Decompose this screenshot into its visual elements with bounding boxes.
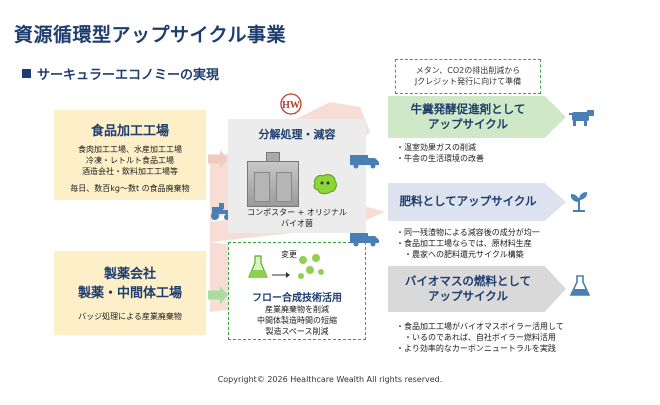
output-2-bullets: 同一残渣物による減容後の成分が均一 食品加工工場ならでは、原材料生産 農家への肥… <box>396 227 540 260</box>
flow-synthesis-line: 製造スペース削減 <box>265 327 329 336</box>
process-caption-2: バイオ菌 <box>281 219 313 228</box>
bullet-item: より効率的なカーボンニュートラルを実践 <box>396 343 564 354</box>
flow-synthesis-heading: フロー合成技術活用 <box>252 293 342 304</box>
flow-synthesis-box: 変更 フロー合成技術活用 産業廃棄物を削減 中間体製造時間の短縮 製造スペース削… <box>228 242 366 340</box>
change-label: 変更 <box>281 250 297 259</box>
truck-icon <box>350 231 380 251</box>
arrow-pharma-to-process <box>208 286 228 304</box>
flow-synthesis-line: 中間体製造時間の短縮 <box>257 316 337 325</box>
bullet-item: 食品加工工場ならでは、原材料生産 <box>396 238 540 249</box>
cow-icon <box>567 107 595 131</box>
food-volume: 毎日、数百kg～数t の食品廃棄物 <box>70 184 190 193</box>
machine-icon <box>247 152 299 207</box>
food-factory-box: 食品加工工場 食肉加工工場、水産加工工場 冷凍・レトルト食品工場 酒造会社・飲料… <box>54 110 206 200</box>
output-title-line: バイオマスの燃料として <box>404 274 532 288</box>
process-caption-1: コンポスター + オリジナル <box>247 208 347 217</box>
food-factory-line: 冷凍・レトルト食品工場 <box>86 156 174 165</box>
subtitle-text: サーキュラーエコノミーの実現 <box>37 68 220 83</box>
output-1-bullets: 温室効果ガスの削減 牛舎の生活環境の改善 <box>396 142 484 164</box>
note-line-2: Jクレジット発行に向けて準備 <box>414 77 522 86</box>
microbe-icon <box>311 172 339 200</box>
fuel-flask-icon <box>569 274 591 302</box>
output-manure-accelerator: 牛糞発酵促進剤として アップサイクル <box>388 96 566 138</box>
note-line-1: メタン、CO2の排出削減から <box>415 66 521 75</box>
section-subtitle: サーキュラーエコノミーの実現 <box>22 64 219 83</box>
bullet-item: 同一残渣物による減容後の成分が均一 <box>396 227 540 238</box>
food-factory-line: 食肉加工工場、水産加工工場 <box>78 145 182 154</box>
molecule-icon <box>296 252 326 286</box>
bullet-item: 農家への肥料還元サイクル構築 <box>396 249 540 260</box>
food-factory-line: 酒造会社・飲料加工工場等 <box>82 167 178 176</box>
bullet-item: 温室効果ガスの削減 <box>396 142 484 153</box>
change-arrow-icon <box>272 264 290 283</box>
flask-icon <box>247 254 269 280</box>
bullet-item-continued: 農家への肥料還元サイクル構築 <box>412 250 524 259</box>
pharma-box: 製薬会社 製薬・中間体工場 バッジ処理による産業廃棄物 <box>54 251 206 335</box>
pharma-note: バッジ処理による産業廃棄物 <box>78 312 182 321</box>
output-title-line: 肥料としてアップサイクル <box>399 194 537 208</box>
output-3-bullets: 食品加工工場がバイオマスボイラー活用して いるのであれば、自社ボイラー燃料活用 … <box>396 321 564 354</box>
page-title: 資源循環型アップサイクル事業 <box>14 24 287 46</box>
arrow-food-to-process <box>208 150 228 168</box>
output-biomass-fuel: バイオマスの燃料として アップサイクル <box>388 266 566 312</box>
jcredit-note-box: メタン、CO2の排出削減から Jクレジット発行に向けて準備 <box>395 59 541 94</box>
svg-text:HW: HW <box>282 100 300 111</box>
food-factory-heading: 食品加工工場 <box>90 124 169 139</box>
plant-icon <box>567 190 591 218</box>
output-title-line: アップサイクル <box>428 289 508 303</box>
truck-icon <box>350 153 380 173</box>
logo-icon: HW <box>279 93 303 115</box>
output-title-line: アップサイクル <box>428 117 508 131</box>
square-bullet-icon <box>22 69 31 78</box>
output-title-line: 牛糞発酵促進剤として <box>410 102 526 116</box>
pharma-heading-2: 製薬・中間体工場 <box>77 286 182 301</box>
bullet-item: 食品加工工場がバイオマスボイラー活用して <box>396 321 564 332</box>
bullet-item: 牛舎の生活環境の改善 <box>396 153 484 164</box>
copyright-footer: Copyright© 2026 Healthcare Wealth All ri… <box>217 375 443 384</box>
bullet-item-continued: いるのであれば、自社ボイラー燃料活用 <box>412 333 556 342</box>
output-fertilizer: 肥料としてアップサイクル <box>388 183 566 221</box>
bullet-item: いるのであれば、自社ボイラー燃料活用 <box>396 332 564 343</box>
pharma-heading-1: 製薬会社 <box>103 267 156 282</box>
process-heading: 分解処理・減容 <box>258 128 336 141</box>
flow-synthesis-line: 産業廃棄物を削減 <box>265 305 329 314</box>
